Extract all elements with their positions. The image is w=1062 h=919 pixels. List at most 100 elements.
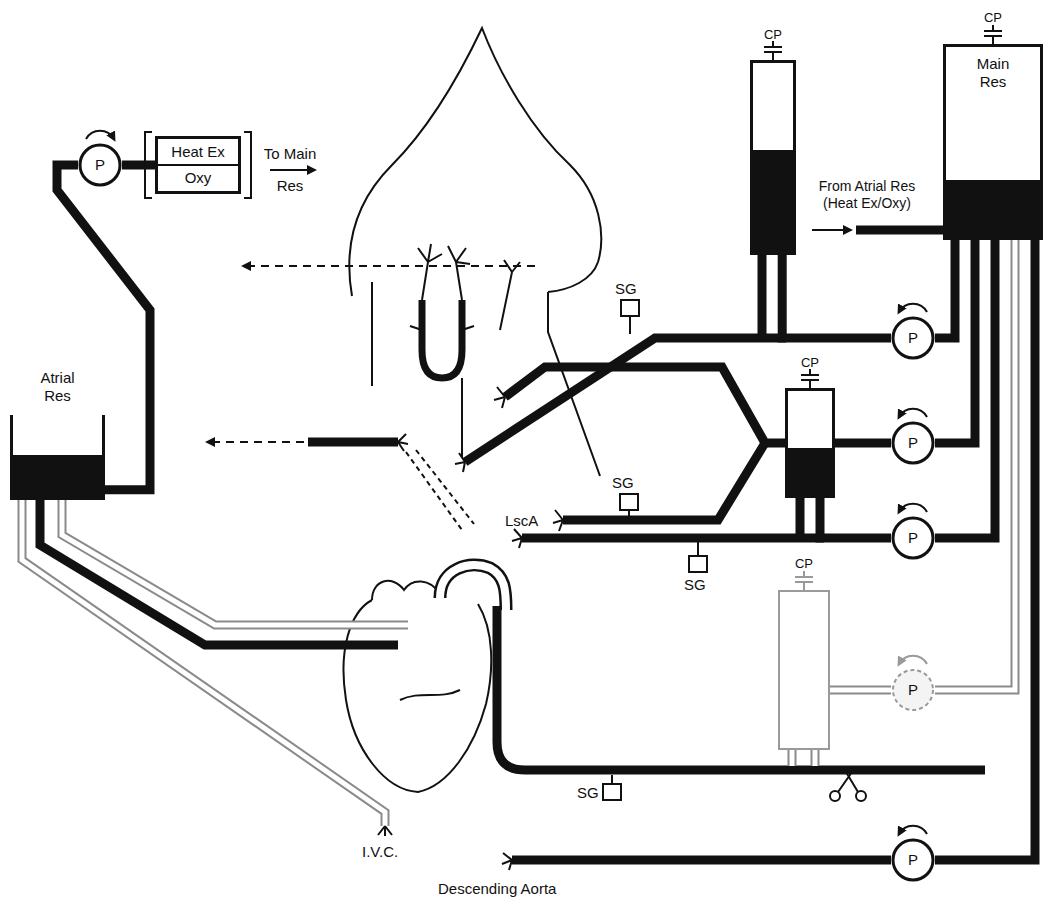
strain-gauge [689,556,707,572]
reservoir-fluid [786,448,834,497]
node-text: Main Res [967,55,1019,91]
compliance-chamber: CP [778,590,830,750]
strain-gauge-label: SG [577,784,599,801]
node-heading: CP [801,354,819,372]
rotation-arrow [899,409,927,417]
dashed-flow-arrow [208,441,304,443]
pump-circle: P [891,316,935,360]
tubing [505,367,785,443]
heart-outline [344,581,492,792]
tubing [522,498,824,538]
tubing [835,439,891,448]
tubing-connector [835,443,891,444]
node-text: P [908,434,918,452]
tubing [122,161,155,170]
oxygenator-divider [157,164,239,166]
tubing-connector [935,240,995,538]
flow-direction-label: To Main Res [258,138,322,202]
tubing-connector [830,690,891,691]
reservoir-fluid [944,180,1042,239]
head-outline [349,28,601,476]
clamped-tubing [22,500,815,826]
tubing [308,438,398,447]
pump-circle-outline [893,518,933,558]
node-text: P [95,156,105,174]
capacitance-symbol [795,571,813,590]
tubing [497,606,985,770]
strain-gauge-label: SG [615,280,637,297]
flow-arrow [270,169,314,171]
clamped-tubing-lumen [935,240,1015,690]
vessel-label: LscA [505,512,538,529]
cerebral-vessel [422,300,462,378]
pump-circle: P [891,421,935,465]
tubing-connector [122,165,155,166]
tubing-connector [935,240,1015,690]
rotation-arrow [899,304,927,312]
rotation-arrow [899,504,927,512]
reservoir-fluid [751,150,795,254]
tubing-connector [782,255,891,338]
strain-gauge-stem [612,316,698,784]
tube-clamp [838,772,858,792]
aortic-arch-lumen [440,565,506,610]
capacitance-symbol [764,25,1002,388]
flow-arrow [812,229,850,231]
strain-gauge [603,784,621,800]
tubing [782,255,891,338]
pump-circle-outline [80,145,120,185]
clamped-tubing [935,240,1015,690]
tubing-connector [935,240,1035,860]
tubing [512,856,891,865]
strain-gauge [621,300,639,316]
oxygenator-bracket [145,132,251,198]
tubing [935,240,1035,860]
main-reservoir: CPMain Res [943,44,1043,240]
strain-gauge-label: SG [684,576,706,593]
vessel-branches [410,244,520,458]
pump-circle: P [78,143,122,187]
rotation-arrow [899,826,927,834]
tubing [563,443,765,520]
rotation-arrow [899,656,927,664]
pump-circle: P [891,838,935,882]
rotation-arrow [86,131,114,139]
clamped-tubing-lumen [22,500,815,826]
tube-clamp [856,791,866,801]
node-text: Heat Ex [171,143,224,161]
tubing [935,240,995,538]
node-text: P [908,329,918,347]
reservoir-fluid [11,455,104,499]
pump-circle: P [891,516,935,560]
node-heading: CP [984,9,1002,27]
tubing [820,498,891,538]
tube-clamp [830,791,840,801]
tubing [935,240,975,443]
pump-circle-outline [893,318,933,358]
dashed-flow-arrow [244,265,535,267]
pump-circle: P [891,668,935,712]
heat-exchanger-oxygenator: Heat ExOxy [155,136,241,194]
pump-circle-outline [893,840,933,880]
tubing-connector [935,240,975,443]
tubing-connector [820,498,891,538]
pump-circle-outline [893,423,933,463]
atrial-reservoir: Atrial Res [10,415,105,500]
node-text: P [908,851,918,869]
tubing [935,240,955,338]
node-heading: Atrial Res [28,369,88,405]
compliance-chamber: CP [750,60,796,255]
node-heading: CP [795,555,813,573]
strain-gauge-label: SG [612,474,634,491]
compliance-chamber: CP [785,388,835,498]
clamped-tubing-lumen [830,688,891,693]
tubing-connector [935,240,955,338]
node-heading: CP [764,26,782,44]
tubing [465,255,786,462]
node-text: P [908,681,918,699]
vessel-label: I.V.C. [362,843,398,860]
pump-circle-outline [893,670,933,710]
inflow-label: From Atrial Res (Heat Ex/Oxy) [806,178,928,212]
clamped-tubing [830,686,891,695]
